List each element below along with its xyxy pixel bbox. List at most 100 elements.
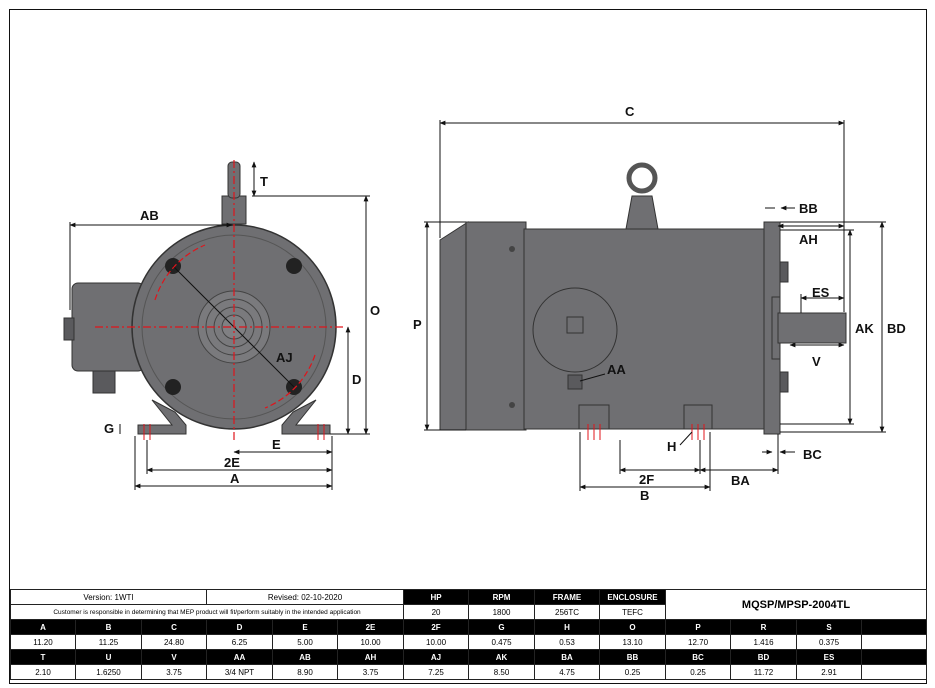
label-2E: 2E — [224, 455, 240, 470]
front-view: T AB O AJ D G E 2E A — [63, 160, 380, 490]
dim-label: C — [140, 619, 208, 635]
dim-label: AJ — [403, 649, 470, 665]
dim-value: 0.53 — [534, 634, 601, 650]
label-O: O — [370, 303, 380, 318]
shaft — [777, 312, 847, 344]
spacer-cell — [861, 649, 928, 665]
spacer-cell — [861, 619, 928, 635]
dim-label: U — [75, 649, 142, 665]
label-2F: 2F — [639, 472, 654, 487]
dim-label: AK — [468, 649, 536, 665]
dim-label: E — [272, 619, 339, 635]
dim-label: BB — [599, 649, 667, 665]
dim-label: BD — [730, 649, 798, 665]
dim-value: 0.375 — [796, 634, 863, 650]
label-E: E — [272, 437, 281, 452]
dim-value: 10.00 — [337, 634, 405, 650]
dim-value: 1.416 — [730, 634, 798, 650]
side-view: C BB AH ES P AK BD V AA H 2F B BA BC — [413, 104, 906, 503]
motor-value: 1800 — [468, 604, 536, 620]
version-cell: Version: 1WTI — [9, 589, 208, 605]
dim-value: 12.70 — [665, 634, 732, 650]
dim-label: 2E — [337, 619, 405, 635]
dim-label: BA — [534, 649, 601, 665]
dim-label: AH — [337, 649, 405, 665]
label-AK: AK — [855, 321, 874, 336]
label-AB: AB — [140, 208, 159, 223]
dim-label: T — [10, 649, 76, 665]
spec-table: Version: 1WTI Revised: 02-10-2020 HP RPM… — [9, 589, 928, 680]
dim-value: 3/4 NPT — [206, 664, 274, 680]
dim-label: V — [140, 649, 208, 665]
motor-value: 20 — [403, 604, 470, 620]
dim-label: R — [730, 619, 798, 635]
motor-label: FRAME — [534, 589, 601, 605]
label-AA: AA — [607, 362, 626, 377]
label-T: T — [260, 174, 268, 189]
bolt-hole — [286, 258, 302, 274]
label-AH: AH — [799, 232, 818, 247]
label-G: G — [104, 421, 114, 436]
motor-label: RPM — [468, 589, 536, 605]
bolt-hole — [165, 379, 181, 395]
label-D: D — [352, 372, 361, 387]
label-A: A — [230, 471, 240, 486]
label-BA: BA — [731, 473, 750, 488]
dim-value: 5.00 — [272, 634, 339, 650]
label-B: B — [640, 488, 649, 503]
dim-label: AA — [206, 649, 274, 665]
model-number: MQSP/MPSP-2004TL — [665, 589, 928, 620]
dim-value: 24.80 — [140, 634, 208, 650]
lifting-eyebolt — [625, 195, 659, 230]
dim-label: D — [206, 619, 274, 635]
dim-value: 11.72 — [730, 664, 798, 680]
dim-label: A — [10, 619, 76, 635]
dim-value: 3.75 — [140, 664, 208, 680]
dim-value: 8.50 — [468, 664, 536, 680]
dim-value: 2.91 — [796, 664, 863, 680]
dim-value: 2.10 — [10, 664, 76, 680]
label-H: H — [667, 439, 676, 454]
fan-cover — [439, 221, 469, 431]
dim-value: 6.25 — [206, 634, 274, 650]
dim-label: BC — [665, 649, 732, 665]
dim-value: 11.20 — [10, 634, 76, 650]
label-BB: BB — [799, 201, 818, 216]
dim-label: B — [75, 619, 142, 635]
dim-label: ES — [796, 649, 863, 665]
conduit-fitting — [92, 370, 116, 394]
dim-value: 4.75 — [534, 664, 601, 680]
dim-value: 0.25 — [599, 664, 667, 680]
dim-value: 1.6250 — [75, 664, 142, 680]
spacer-cell — [861, 634, 928, 650]
label-V: V — [812, 354, 821, 369]
dim-label: 2F — [403, 619, 470, 635]
motor-label: HP — [403, 589, 470, 605]
motor-value: TEFC — [599, 604, 667, 620]
dim-label: AB — [272, 649, 339, 665]
dim-value: 11.25 — [75, 634, 142, 650]
label-BD: BD — [887, 321, 906, 336]
label-P: P — [413, 317, 422, 332]
dim-value: 0.25 — [665, 664, 732, 680]
revised-cell: Revised: 02-10-2020 — [206, 589, 405, 605]
label-C: C — [625, 104, 635, 119]
motor-label: ENCLOSURE — [599, 589, 667, 605]
dim-value: 8.90 — [272, 664, 339, 680]
motor-value: 256TC — [534, 604, 601, 620]
disclaimer: Customer is responsible in determining t… — [9, 604, 405, 620]
label-AJ: AJ — [276, 350, 293, 365]
label-ES: ES — [812, 285, 830, 300]
dim-label: S — [796, 619, 863, 635]
drawing-frame — [9, 9, 927, 684]
dim-label: P — [665, 619, 732, 635]
dim-value: 3.75 — [337, 664, 405, 680]
dim-label: H — [534, 619, 601, 635]
dim-value: 7.25 — [403, 664, 470, 680]
label-BC: BC — [803, 447, 822, 462]
